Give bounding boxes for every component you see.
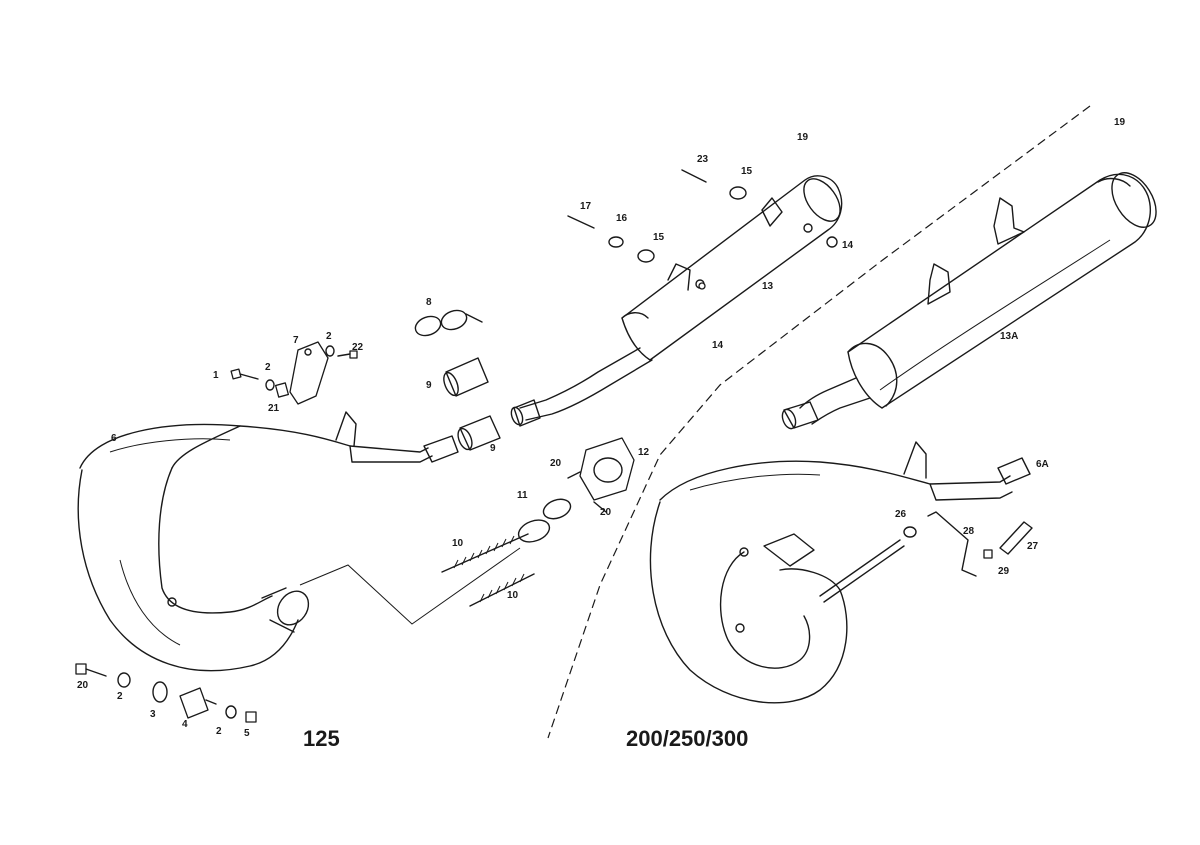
flange-12 [579,437,635,501]
gasket-11-inner [542,498,572,520]
callout-2: 2 [117,691,123,702]
bolt-20-flange-upper [567,471,581,479]
bolt-22 [337,350,358,359]
callout-11: 11 [517,490,528,501]
gasket-11-outer [517,519,551,543]
callout-15: 15 [741,166,753,177]
bolt-17 [567,215,595,229]
rubber-mount-4 [179,687,217,719]
silencer-inlet-rim-200-300 [781,408,797,430]
spring-leader-line [299,547,521,625]
callout-13: 13 [762,281,774,292]
silencer-200-300 [799,172,1157,425]
spring-10-lower [469,573,535,607]
washer-3 [152,681,168,703]
bracket-7-hole [304,348,312,356]
bolt-23 [681,169,707,183]
callout-8: 8 [426,297,432,308]
nut-14-upper [826,236,838,248]
nut-14-lower [698,282,706,290]
fitting-26 [903,526,917,538]
washer-2-mount-left [117,672,131,688]
exhaust-pipe-200-300 [649,441,1013,704]
nut-5 [245,711,257,723]
callout-1: 1 [213,370,219,381]
callout-7: 7 [293,335,299,346]
callout-6: 6 [111,433,117,444]
callout-2: 2 [265,362,271,373]
washer-2-bracket [265,379,275,391]
callout-10: 10 [452,538,464,549]
sleeve-9-lower [457,415,501,451]
callout-9: 9 [426,380,432,391]
washer-2-upper [325,345,335,357]
model-label-200-250-300: 200/250/300 [626,726,749,751]
silencer-inlet-rim-125 [510,406,524,426]
clamp-8 [414,309,483,337]
nut-29 [983,549,993,559]
spacer-16 [608,236,624,248]
pipe-outlet-125 [423,435,459,463]
callout-19: 19 [1114,117,1126,128]
sleeve-9-upper [443,357,489,397]
silencer-125 [519,175,843,421]
model-label-125: 125 [303,726,340,751]
callout-6a: 6A [1036,459,1049,470]
callout-23: 23 [697,154,709,165]
callout-2: 2 [326,331,332,342]
callout-16: 16 [616,213,628,224]
callout-27: 27 [1027,541,1039,552]
silencer-inlet-200-300 [783,401,819,429]
bracket-7 [289,341,329,405]
washer-2-mount-right [225,705,237,719]
callout-26: 26 [895,509,907,520]
callout-5: 5 [244,728,250,739]
silencer-inlet-125 [513,399,541,427]
bolt-20-mount [75,663,107,677]
callout-22: 22 [352,342,364,353]
callout-15: 15 [653,232,665,243]
bolt-20-flange-lower [593,501,607,513]
callout-4: 4 [182,719,188,730]
grommet-15-lower [637,249,655,263]
callout-10: 10 [507,590,519,601]
callout-21: 21 [268,403,280,414]
nut-21 [274,382,290,398]
callout-19: 19 [797,132,809,143]
pipe-outlet-200-300 [997,457,1031,485]
callout-14: 14 [842,240,854,251]
hose-27 [999,521,1033,555]
callout-28: 28 [963,526,975,537]
callout-29: 29 [998,566,1010,577]
callout-14: 14 [712,340,724,351]
callout-13a: 13A [1000,331,1019,342]
callout-12: 12 [638,447,650,458]
grommet-15-upper [729,186,747,200]
tube-28 [927,511,977,577]
model-divider-line [547,105,1091,739]
callout-2: 2 [216,726,222,737]
bolt-1 [230,368,259,380]
callout-3: 3 [150,709,156,720]
callout-9: 9 [490,443,496,454]
spring-10-upper [441,533,529,573]
callout-20: 20 [77,680,89,691]
callout-17: 17 [580,201,592,212]
callout-20: 20 [600,507,612,518]
exhaust-pipe-125 [77,411,433,672]
callout-20: 20 [550,458,562,469]
